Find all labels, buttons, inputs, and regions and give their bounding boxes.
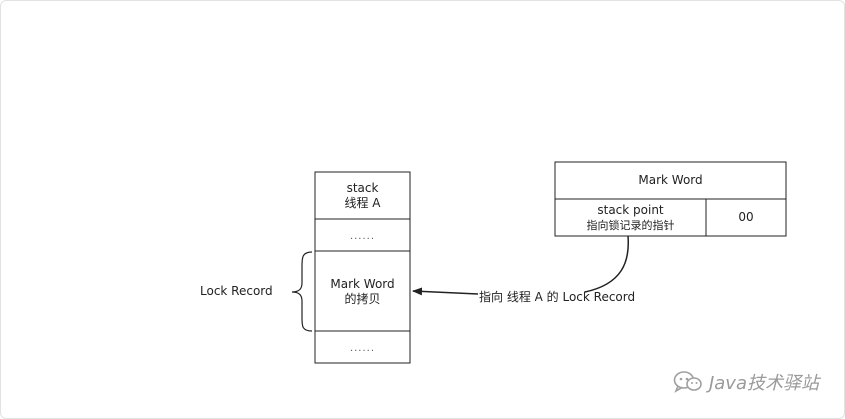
pointer-arrow	[412, 287, 479, 296]
lock-record-cell	[314, 250, 411, 332]
stack-dots-bottom: ......	[349, 343, 376, 354]
lock-record-line2: 的拷贝	[344, 292, 381, 306]
mark-word-table	[554, 161, 787, 237]
stack-point-label: stack point	[597, 203, 664, 217]
pointer-curve	[584, 235, 630, 293]
wechat-icon	[673, 370, 703, 394]
stack-dots-top-cell	[314, 218, 411, 252]
stack-dots-bottom-cell	[314, 330, 411, 364]
stack-point-desc: 指向锁记录的指针	[586, 219, 675, 232]
stack-dots-top: ......	[349, 231, 376, 242]
arrow-label: 指向 线程 A 的 Lock Record	[479, 290, 636, 304]
lock-record-brace	[291, 251, 313, 332]
lock-record-label: Lock Record	[200, 284, 273, 298]
lock-bits-cell	[705, 198, 787, 237]
stack-thread-label: 线程 A	[344, 196, 381, 210]
stack-header-title: stack	[346, 181, 379, 195]
watermark-text: Java技术驿站	[708, 373, 819, 394]
lock-record-line1: Mark Word	[330, 277, 395, 291]
watermark: Java技术驿站	[673, 369, 819, 395]
mark-word-title: Mark Word	[638, 173, 703, 187]
stack-header-cell	[314, 171, 411, 220]
stack-column	[314, 171, 411, 364]
lock-bits-value: 00	[738, 210, 754, 224]
mark-word-title-cell	[554, 161, 787, 200]
